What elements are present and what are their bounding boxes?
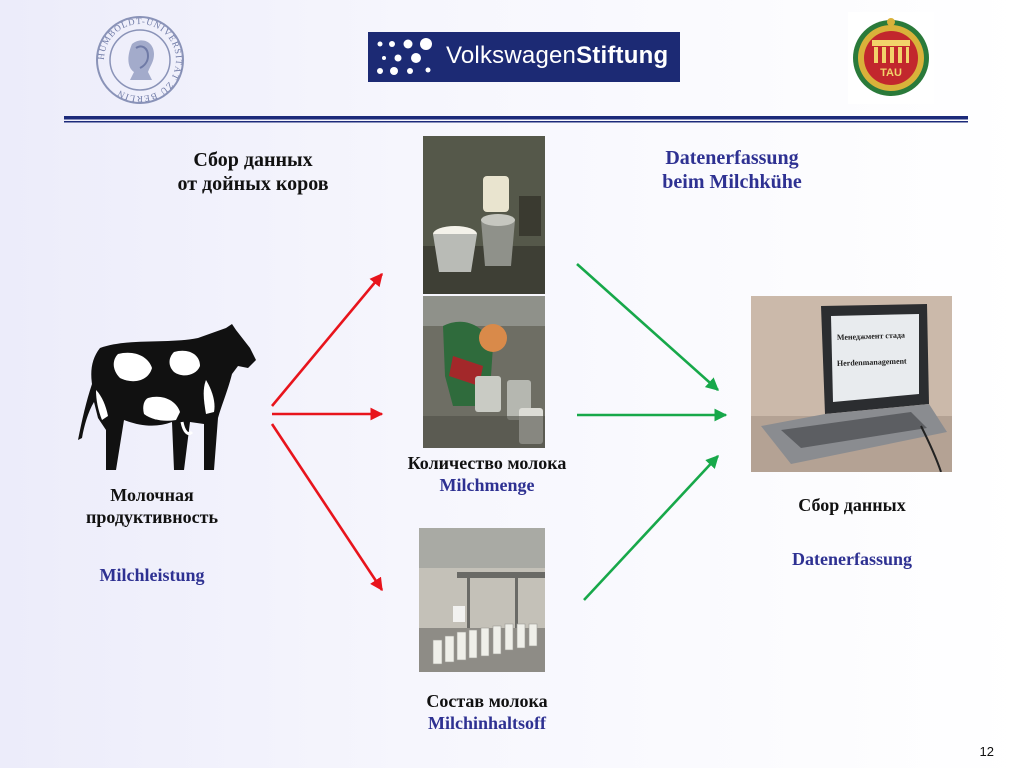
arrow-red-down	[270, 423, 384, 592]
svg-text:TAU: TAU	[880, 67, 902, 79]
milk-yield-ru: Молочная продуктивность	[52, 484, 252, 528]
milk-amount-ru: Количество молока	[407, 453, 567, 473]
milk-amount-de: Milchmenge	[439, 475, 535, 495]
title-de: Datenerfassung beim Milchkühe	[612, 146, 852, 194]
milk-composition-caption: Состав молока Milchinhaltsoff	[372, 690, 602, 734]
milk-composition-ru: Состав молока	[426, 691, 548, 711]
title-ru-line1: Сбор данных	[193, 149, 313, 171]
data-collection-ru: Сбор данных	[798, 495, 906, 515]
svg-text:Менеджмент стада: Менеджмент стада	[837, 331, 905, 342]
title-de-line2: beim Milchkühe	[662, 171, 802, 193]
milk-yield-ru-line2: продуктивность	[86, 507, 218, 527]
cow-silhouette	[78, 324, 256, 470]
volkswagen-stiftung-logo: VolkswagenStiftung	[368, 32, 680, 82]
data-collection-de: Datenerfassung	[792, 549, 912, 569]
photo-pouring-milk	[423, 296, 545, 448]
svg-text:Herdenmanagement: Herdenmanagement	[837, 357, 907, 368]
arrow-green-down	[576, 263, 719, 391]
title-de-line1: Datenerfassung	[665, 147, 799, 169]
page-number: 12	[979, 744, 994, 759]
title-ru: Сбор данных от дойных коров	[140, 148, 366, 196]
photo-milk-sample-bottles	[419, 528, 545, 672]
milk-composition-de: Milchinhaltsoff	[427, 713, 546, 733]
photo-milk-buckets	[423, 136, 545, 294]
tau-university-emblem: TAU	[848, 12, 934, 104]
milk-yield-ru-line1: Молочная	[110, 485, 194, 505]
arrow-green-up	[583, 455, 719, 601]
humboldt-university-seal: HUMBOLDT-UNIVERSITÄT ZU BERLIN	[92, 14, 188, 106]
milk-yield-de: Milchleistung	[99, 565, 205, 585]
photo-laptop: Менеджмент стада Herdenmanagement	[751, 296, 952, 472]
header-divider	[64, 116, 968, 123]
title-ru-line2: от дойных коров	[177, 173, 329, 195]
arrow-red-up	[271, 273, 383, 407]
milk-amount-caption: Количество молока Milchmenge	[372, 452, 602, 496]
